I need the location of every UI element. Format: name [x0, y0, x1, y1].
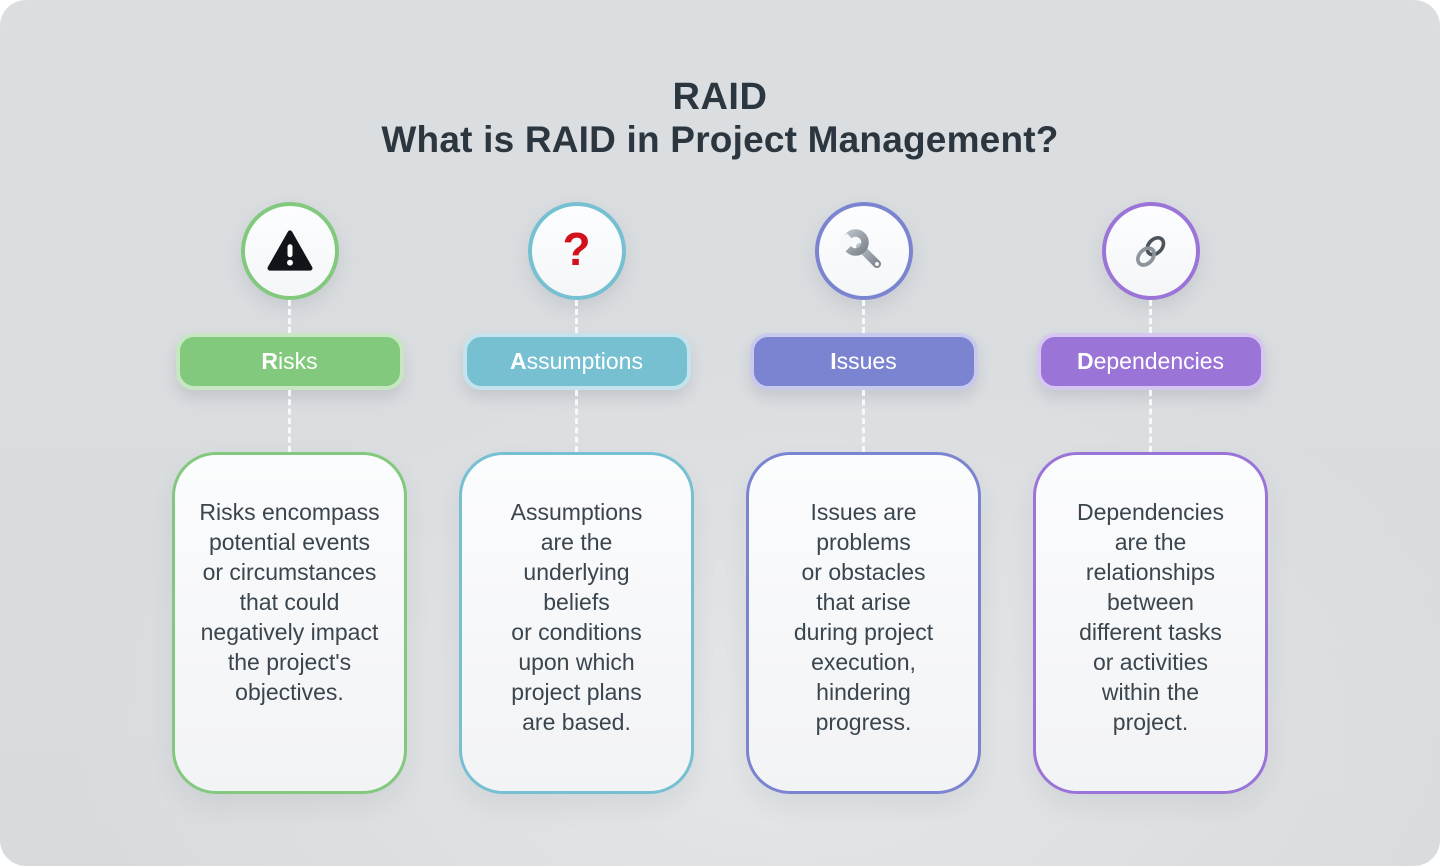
issues-description-card: Issues are problems or obstacles that ar… — [746, 451, 981, 794]
pill-label-initial: R — [261, 347, 278, 374]
title-block: RAID What is RAID in Project Management? — [0, 0, 1440, 160]
assumptions-description-text: Assumptions are the underlying beliefs o… — [510, 498, 643, 735]
connector-circle-to-pill — [288, 299, 291, 333]
risks-icon-circle — [240, 201, 339, 300]
risks-description-card: Risks encompass potential events or circ… — [172, 451, 407, 794]
issues-description-text: Issues are problems or obstacles that ar… — [793, 498, 934, 735]
connector-pill-to-card — [288, 389, 291, 452]
connector-pill-to-card — [862, 389, 865, 452]
assumptions-description-card: Assumptions are the underlying beliefs o… — [459, 451, 694, 794]
column-dependencies: Dependencies Dependencies are the relati… — [1033, 201, 1268, 794]
page-title: RAID — [672, 76, 768, 118]
column-risks: Risks Risks encompass potential events o… — [172, 201, 407, 794]
raid-columns: Risks Risks encompass potential events o… — [0, 201, 1440, 794]
dependencies-description-text: Dependencies are the relationships betwe… — [1076, 498, 1225, 735]
pill-label-initial: D — [1076, 347, 1094, 374]
question-mark-icon: ? — [562, 222, 591, 275]
column-issues: Issues Issues are problems or obstacles … — [746, 201, 981, 794]
warning-icon — [267, 229, 313, 273]
connector-circle-to-pill — [1149, 299, 1152, 333]
wrench-icon — [838, 226, 889, 276]
connector-circle-to-pill — [575, 299, 578, 333]
pill-label-rest: ssues — [836, 347, 897, 374]
issues-icon-circle — [814, 201, 913, 300]
column-assumptions: ? Assumptions Assumptions are the underl… — [459, 201, 694, 794]
dependencies-icon-circle — [1101, 201, 1200, 300]
connector-pill-to-card — [1149, 389, 1152, 452]
connector-circle-to-pill — [862, 299, 865, 333]
assumptions-icon-circle: ? — [527, 201, 626, 300]
risks-description-text: Risks encompass potential events or circ… — [199, 498, 380, 705]
pill-label-rest: ependencies — [1093, 347, 1225, 374]
dependencies-description-card: Dependencies are the relationships betwe… — [1033, 451, 1268, 794]
issues-label-pill: Issues — [749, 332, 978, 390]
risks-label-pill: Risks — [175, 332, 404, 390]
pill-label-initial: A — [510, 347, 527, 374]
pill-label-rest: isks — [278, 347, 318, 374]
pill-label-initial: I — [830, 347, 837, 374]
assumptions-label-pill: Assumptions — [462, 332, 691, 390]
dependencies-label-pill: Dependencies — [1036, 332, 1265, 390]
chain-link-icon — [1127, 227, 1175, 275]
page-subtitle: What is RAID in Project Management? — [381, 118, 1059, 160]
pill-label-rest: ssumptions — [526, 347, 643, 374]
connector-pill-to-card — [575, 389, 578, 452]
